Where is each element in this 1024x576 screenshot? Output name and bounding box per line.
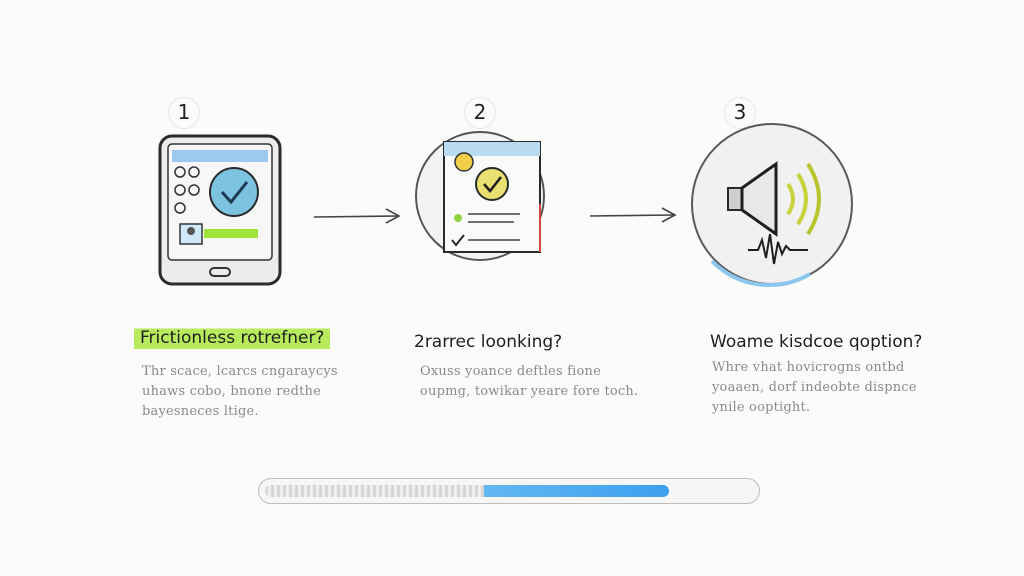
step-2-description-line: Oxuss yoance deftles fione — [420, 364, 602, 379]
step-3-title: Woame kisdcoe qoption? — [710, 332, 923, 352]
arrow-right-icon — [313, 208, 401, 224]
progress-bar — [258, 478, 760, 504]
step-3-description: Whre vhat hovicrogns ontbd yoaaen, dorf … — [712, 358, 917, 418]
step-1-title: Frictionless rotrefner? — [134, 326, 331, 352]
step-1-description-line: Thr scace, lcarcs cngaraycys — [142, 364, 338, 379]
step-1-description: Thr scace, lcarcs cngaraycys uhaws cobo,… — [142, 362, 338, 422]
step-2-number: 2 — [464, 97, 496, 129]
step-1-description-line: uhaws cobo, bnone redthe — [142, 384, 321, 399]
step-2-description: Oxuss yoance deftles fione oupmg, towika… — [420, 362, 638, 402]
step-3-description-line: yoaaen, dorf indeobte dispnce — [712, 380, 917, 395]
step-1-number: 1 — [168, 97, 200, 129]
step-3-description-line: ynile ooptight. — [712, 400, 811, 415]
step-3-description-line: Whre vhat hovicrogns ontbd — [712, 360, 905, 375]
step-3-number: 3 — [724, 97, 756, 129]
progress-bar-fill — [484, 485, 670, 497]
tablet-checkmark-icon — [158, 134, 282, 286]
window-checklist-icon — [415, 131, 545, 261]
step-2-description-line: oupmg, towikar yeare fore toch. — [420, 384, 639, 399]
step-2-title: 2rarrec loonking? — [414, 332, 563, 352]
arrow-right-icon — [589, 207, 677, 223]
step-1-description-line: bayesneces ltige. — [142, 404, 259, 419]
progress-bar-track-hatch — [265, 485, 548, 497]
speaker-waveform-icon — [691, 123, 853, 288]
